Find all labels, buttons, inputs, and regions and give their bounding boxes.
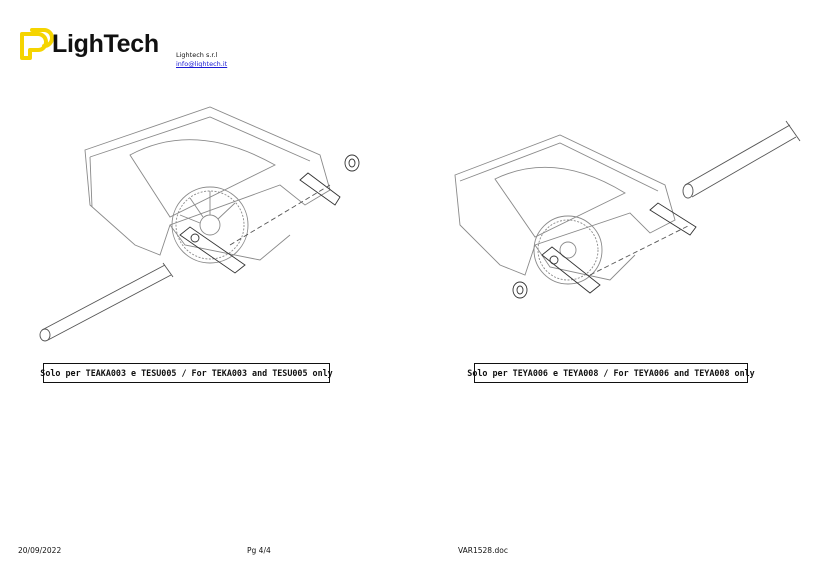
footer-date: 20/09/2022 [18, 546, 62, 555]
swingarm-figure-left [30, 95, 370, 350]
figure-caption-left: Solo per TEAKA003 e TESU005 / For TEKA00… [40, 363, 333, 383]
footer-filename: VAR1528.doc [458, 546, 508, 555]
figure-caption-right: Solo per TEYA006 e TEYA008 / For TEYA006… [467, 363, 755, 383]
footer-page: Pg 4/4 [247, 546, 271, 555]
company-name: Lightech s.r.l [176, 51, 218, 59]
logo-mark-icon [20, 28, 54, 60]
logo-wordmark: LighTech [52, 30, 159, 58]
company-email-link[interactable]: info@lightech.it [176, 60, 228, 68]
company-info: Lightech s.r.l info@lightech.it [176, 51, 227, 69]
lightech-logo: LighTech [18, 26, 168, 62]
swingarm-figure-right [450, 115, 810, 315]
